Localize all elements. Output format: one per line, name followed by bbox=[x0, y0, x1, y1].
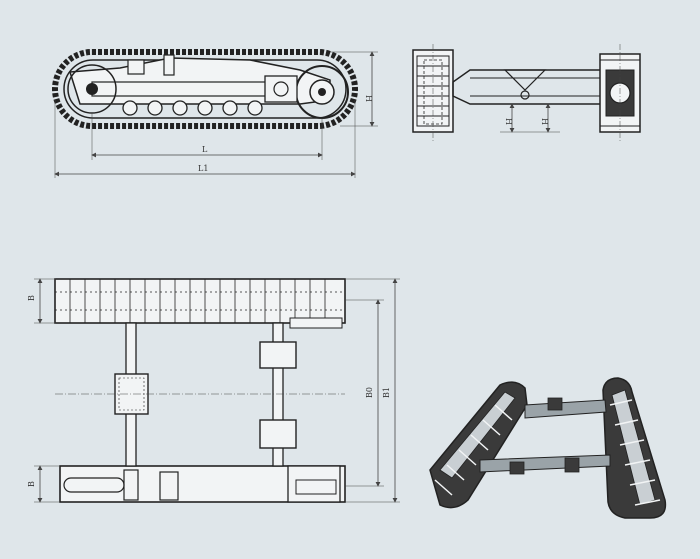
cross-beam-right bbox=[272, 322, 284, 467]
iso-front-beam bbox=[479, 454, 611, 473]
iso-right-track-face bbox=[611, 389, 656, 506]
dim-H-right-label: H bbox=[540, 118, 549, 125]
iso-bracket bbox=[547, 397, 563, 411]
carrier-roller bbox=[163, 54, 175, 76]
frame-beam bbox=[91, 81, 293, 97]
top-track-pads bbox=[69, 279, 326, 323]
roller bbox=[222, 100, 238, 116]
dim-L1-label: L1 bbox=[198, 164, 208, 173]
dim-B-bottom-label: B bbox=[27, 481, 36, 487]
idler-hub bbox=[86, 83, 98, 95]
roller bbox=[172, 100, 188, 116]
top-view: B B B0 B1 bbox=[27, 278, 400, 503]
motor-detail bbox=[273, 81, 289, 97]
iso-right-track-pads bbox=[609, 399, 661, 506]
side-view: L L1 H bbox=[52, 49, 378, 178]
dim-H-left-label: H bbox=[504, 118, 513, 125]
roller bbox=[247, 100, 263, 116]
bottom-drive-motor bbox=[287, 465, 341, 503]
iso-bracket bbox=[509, 461, 525, 475]
center-pin bbox=[520, 90, 530, 100]
dim-B1-label: B1 bbox=[382, 387, 391, 398]
roller bbox=[122, 100, 138, 116]
cross-beam bbox=[452, 69, 611, 105]
end-view: H H bbox=[412, 44, 641, 142]
iso-left-track-pads bbox=[434, 404, 513, 496]
track-chain-outline bbox=[52, 49, 358, 129]
bottom-roller bbox=[159, 471, 179, 501]
carrier-roller bbox=[127, 59, 145, 75]
iso-rear-beam bbox=[524, 399, 607, 419]
bottom-gearbox bbox=[295, 479, 337, 495]
mount-plate bbox=[259, 419, 297, 449]
iso-left-track-face bbox=[439, 391, 516, 479]
top-motor bbox=[289, 317, 343, 329]
roller bbox=[197, 100, 213, 116]
top-track bbox=[54, 278, 346, 324]
roller bbox=[147, 100, 163, 116]
idler-wheel bbox=[67, 64, 117, 114]
iso-bracket bbox=[564, 457, 580, 473]
dim-L-label: L bbox=[202, 145, 208, 154]
mount-plate bbox=[259, 341, 297, 369]
dim-B-top-label: B bbox=[27, 295, 36, 301]
bottom-idler-pin bbox=[123, 469, 139, 501]
dim-B0-label: B0 bbox=[365, 387, 374, 398]
center-bracket bbox=[503, 69, 547, 91]
sprocket-center bbox=[318, 88, 326, 96]
tracked-undercarriage-perspective-icon bbox=[429, 377, 667, 519]
drive-motor bbox=[264, 75, 298, 103]
track-rollers bbox=[122, 100, 263, 116]
dim-H-label: H bbox=[364, 95, 373, 102]
